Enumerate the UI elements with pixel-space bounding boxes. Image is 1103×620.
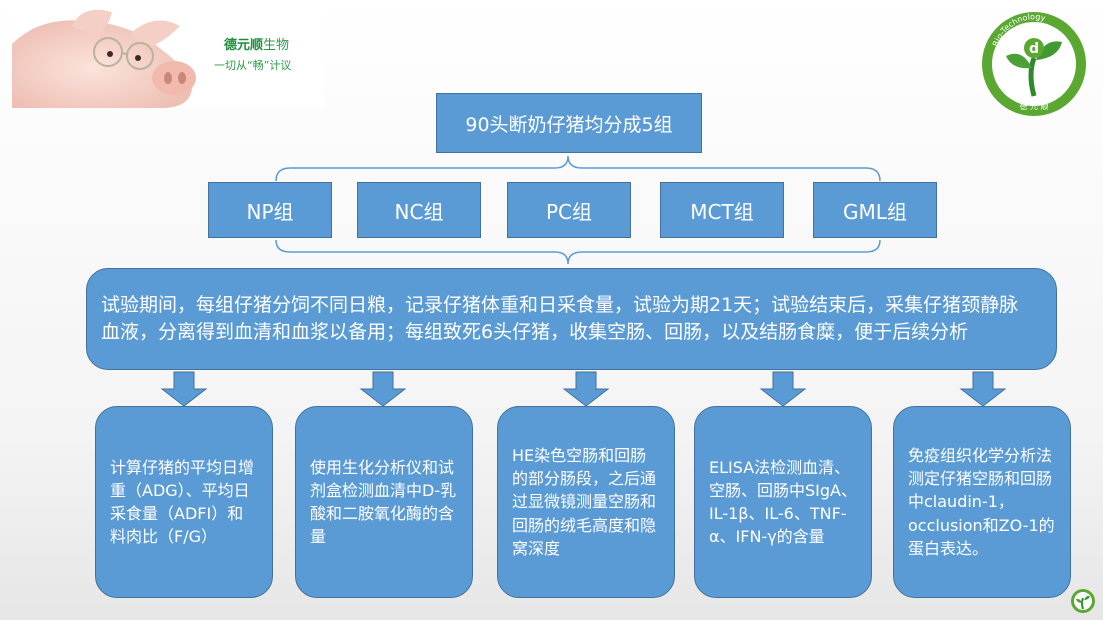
analysis-box-histology: HE染色空肠和回肠的部分肠段，之后通过显微镜测量空肠和回肠的绒毛高度和隐窝深度 [497, 406, 675, 598]
down-arrow-4 [759, 371, 807, 407]
down-arrow-3 [562, 371, 610, 407]
analysis-box-elisa: ELISA法检测血清、空肠、回肠中SIgA、IL-1β、IL-6、TNF-α、I… [694, 406, 872, 598]
mini-logo-icon [1071, 589, 1095, 613]
brace-top [275, 155, 881, 182]
group-box-pc: PC组 [507, 182, 631, 238]
brand-name-suffix: 生物 [263, 38, 290, 53]
brand-name-main: 德元顺 [224, 38, 264, 53]
down-arrow-2 [359, 371, 407, 407]
procedure-text: 试验期间，每组仔猪分饲不同日粮，记录仔猪体重和日采食量，试验为期21天；试验结束… [101, 294, 1019, 343]
analysis-text-growth: 计算仔猪的平均日增重（ADG）、平均日采食量（ADFI）和料肉比（F/G） [110, 457, 255, 547]
group-box-np: NP组 [208, 182, 332, 238]
brand-header: 德元顺生物 一切从“畅”计议 [12, 4, 324, 108]
analysis-box-growth: 计算仔猪的平均日增重（ADG）、平均日采食量（ADFI）和料肉比（F/G） [95, 406, 273, 598]
brace-bottom [275, 239, 881, 265]
analysis-box-serum: 使用生化分析仪和试剂盒检测血清中D-乳酸和二胺氧化酶的含量 [295, 406, 473, 598]
analysis-box-ihc: 免疫组织化学分析法测定仔猪空肠和回肠中claudin-1，occlusion和Z… [893, 406, 1071, 598]
analysis-text-ihc: 免疫组织化学分析法测定仔猪空肠和回肠中claudin-1，occlusion和Z… [908, 446, 1055, 558]
pig-with-glasses-image [12, 4, 212, 108]
group-box-mct: MCT组 [660, 182, 784, 238]
analysis-text-elisa: ELISA法检测血清、空肠、回肠中SIgA、IL-1β、IL-6、TNF-α、I… [709, 457, 857, 547]
group-box-nc: NC组 [357, 182, 481, 238]
analysis-text-serum: 使用生化分析仪和试剂盒检测血清中D-乳酸和二胺氧化酶的含量 [310, 457, 457, 547]
title-box: 90头断奶仔猪均分成5组 [436, 93, 702, 153]
group-box-gml: GML组 [813, 182, 937, 238]
down-arrow-1 [160, 371, 208, 407]
logo-bottom-text: 德 元 顺 [1019, 101, 1048, 111]
analysis-text-histology: HE染色空肠和回肠的部分肠段，之后通过显微镜测量空肠和回肠的绒毛高度和隐窝深度 [512, 446, 657, 558]
company-logo: Bio-Technology d 德 元 顺 [982, 12, 1086, 116]
brand-slogan: 一切从“畅”计议 [214, 59, 292, 72]
brand-name: 德元顺生物 [224, 34, 289, 53]
down-arrow-5 [959, 371, 1007, 407]
svg-text:d: d [1029, 41, 1039, 57]
procedure-box: 试验期间，每组仔猪分饲不同日粮，记录仔猪体重和日采食量，试验为期21天；试验结束… [86, 268, 1057, 370]
